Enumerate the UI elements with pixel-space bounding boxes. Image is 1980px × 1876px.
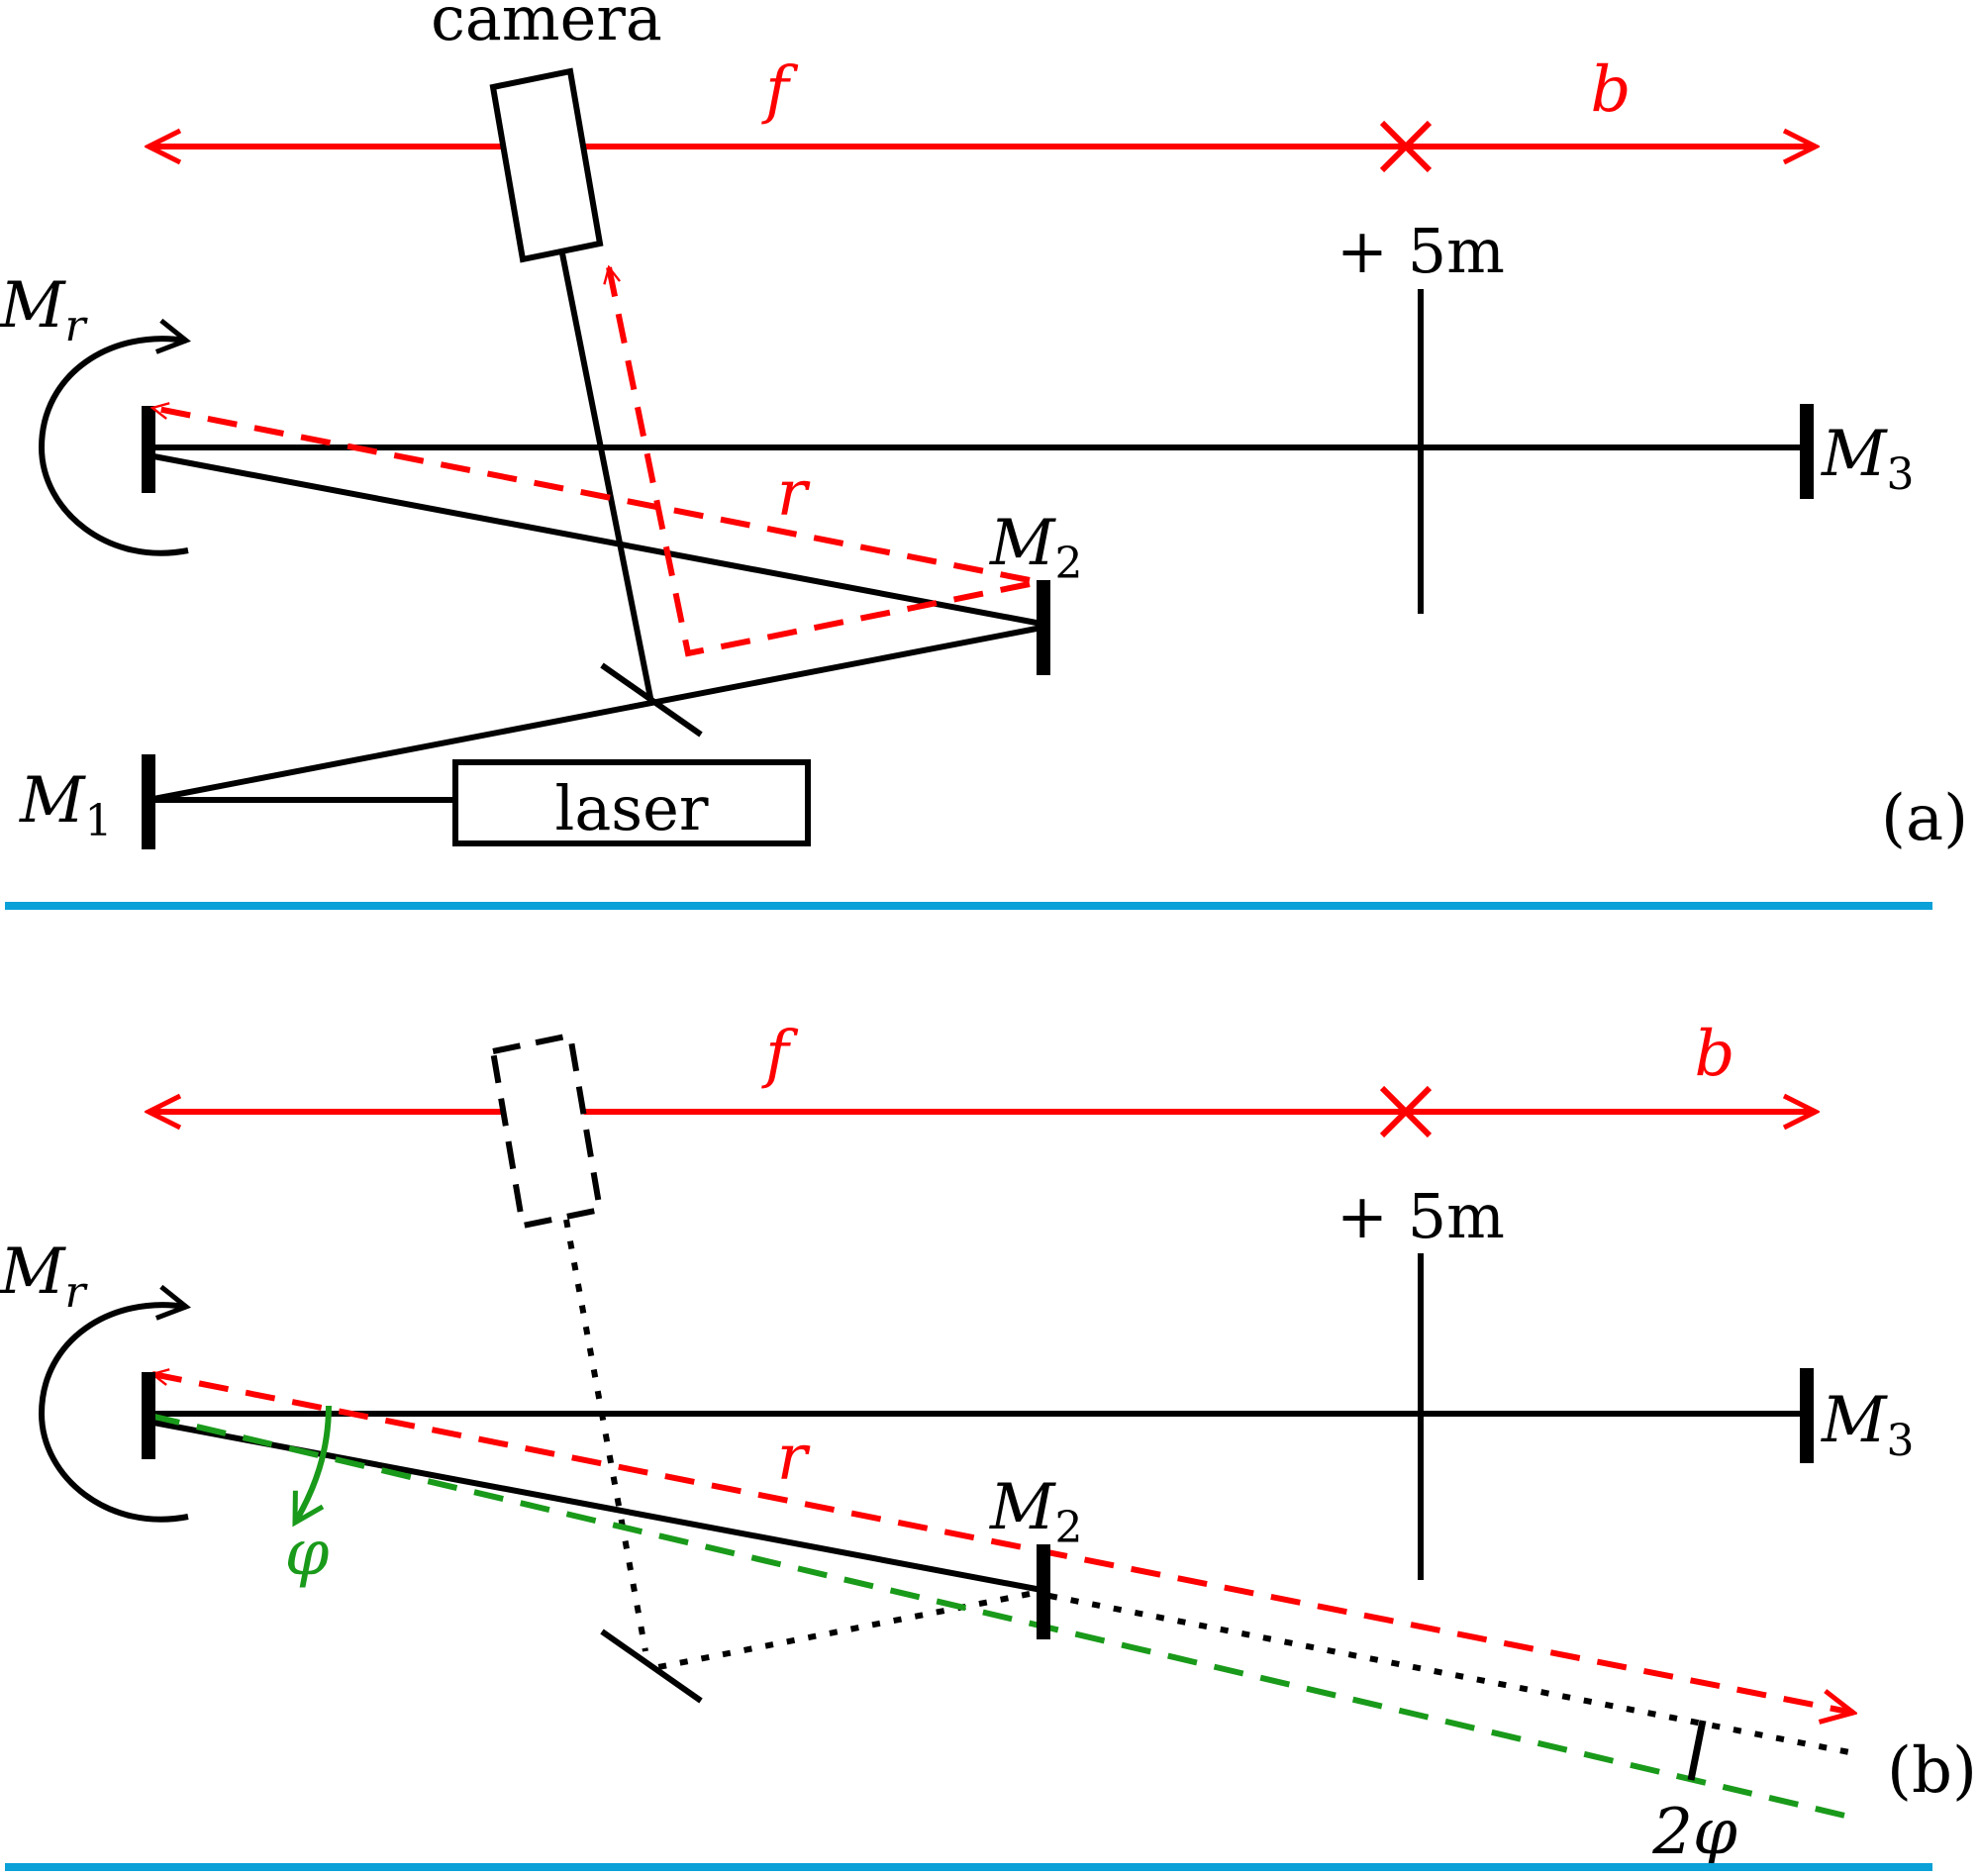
panel-tag-b: (b)	[1887, 1734, 1977, 1808]
dotted-m2-splitter	[652, 1591, 1031, 1671]
label-lens: + 5m	[1336, 1180, 1505, 1252]
panel-b: f b + 5m r φ 2φ Mr M2 M	[0, 1018, 1977, 1869]
label-phi: φ	[285, 1517, 330, 1590]
label-mr: Mr	[0, 269, 89, 351]
return-path-r	[152, 408, 1031, 583]
phi-arrow	[292, 1405, 332, 1528]
rotation-arrow	[38, 1284, 191, 1523]
laser-box	[452, 759, 811, 846]
beam-splitter	[600, 1629, 703, 1704]
label-laser: laser	[555, 772, 709, 844]
camera-body	[489, 67, 604, 263]
deflected-path-r	[152, 1374, 1853, 1713]
label-b: b	[1591, 53, 1632, 127]
label-m1: M1	[19, 764, 113, 846]
label-lens: + 5m	[1336, 215, 1505, 287]
label-m2: M2	[989, 507, 1083, 589]
panel-a: f b camera + 5m laser r Mr M1 M2	[0, 0, 1968, 855]
beam-splitter-camera	[559, 252, 654, 704]
label-b: b	[1695, 1018, 1735, 1091]
two-phi-tick	[1687, 1720, 1707, 1781]
focal-point-cross	[1379, 120, 1433, 173]
label-mr: Mr	[0, 1235, 89, 1318]
label-m3: M3	[1821, 418, 1915, 500]
focal-point-cross	[1379, 1085, 1433, 1138]
label-m2: M2	[989, 1471, 1083, 1553]
panel-tag-a: (a)	[1881, 782, 1968, 855]
label-r: r	[777, 457, 811, 531]
beam-mr-m2	[148, 452, 1042, 627]
label-two-phi: 2φ	[1651, 1796, 1737, 1869]
label-r: r	[777, 1422, 811, 1495]
beam-mr-m2	[148, 1419, 1042, 1593]
camera-ghost	[489, 1032, 604, 1230]
label-m3: M3	[1821, 1384, 1915, 1466]
label-f: f	[761, 1018, 799, 1091]
rotation-arrow	[38, 318, 191, 556]
dotted-continuation	[1048, 1593, 1850, 1755]
beam-m2-m1	[148, 625, 1042, 803]
label-f: f	[761, 53, 799, 127]
beam-splitter	[600, 662, 703, 738]
camera-ghost-path	[563, 1219, 648, 1652]
reflected-path-r	[609, 267, 1031, 657]
label-camera: camera	[431, 0, 662, 54]
